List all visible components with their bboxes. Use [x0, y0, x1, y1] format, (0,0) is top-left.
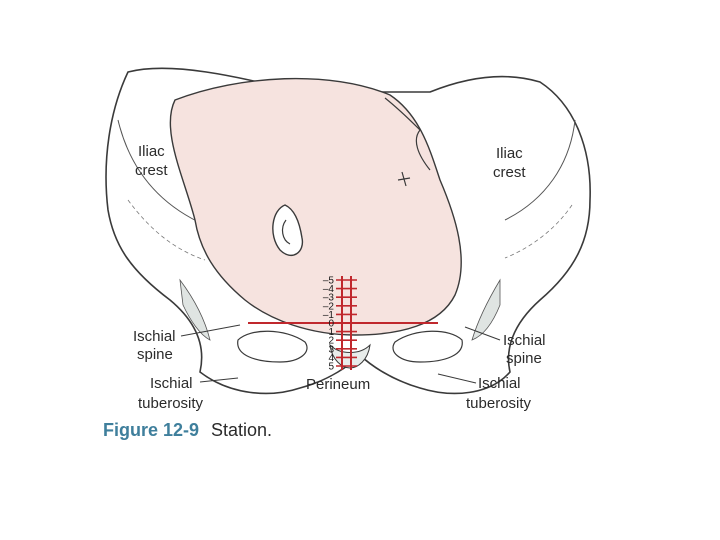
ischial-spine-right-label: Ischial spine	[464, 326, 546, 367]
station-tick-label: –4	[323, 284, 335, 295]
svg-text:Ischial: Ischial	[133, 328, 176, 345]
ischial-tuberosity-right-label: Ischial tuberosity	[437, 373, 532, 412]
perineum-label: Perineum	[306, 376, 370, 393]
svg-text:crest: crest	[135, 162, 168, 179]
svg-text:spine: spine	[137, 346, 173, 363]
ischial-spine-left-label: Ischial spine	[133, 324, 241, 363]
station-tick-label: –3	[323, 293, 335, 304]
svg-text:tuberosity: tuberosity	[466, 395, 532, 412]
station-tick-label: 1	[328, 327, 334, 338]
svg-text:Ischial: Ischial	[150, 375, 193, 392]
fetal-head	[169, 77, 462, 336]
svg-text:Iliac: Iliac	[496, 145, 523, 162]
station-tick-label: 5	[328, 362, 334, 373]
iliac-crest-left-label: Iliac crest	[135, 143, 168, 179]
svg-text:Ischial: Ischial	[478, 375, 521, 392]
svg-text:spine: spine	[506, 350, 542, 367]
figure-number: Figure 12-9	[103, 420, 200, 440]
figure-caption: Station.	[211, 420, 273, 440]
svg-text:tuberosity: tuberosity	[138, 395, 204, 412]
iliac-crest-right-label: Iliac crest	[493, 145, 526, 181]
station-tick-label: 3	[328, 344, 334, 355]
station-tick-label: –2	[323, 301, 335, 312]
ischial-tuberosity-left-label: Ischial tuberosity	[138, 375, 239, 412]
station-tick-label: 2	[328, 336, 334, 347]
svg-text:Ischial: Ischial	[503, 332, 546, 349]
svg-text:Iliac: Iliac	[138, 143, 165, 160]
svg-text:crest: crest	[493, 164, 526, 181]
station-tick-label: –1	[323, 310, 335, 321]
station-tick-label: –5	[323, 276, 335, 287]
station-tick-label: 0	[328, 319, 334, 330]
station-tick-label: 4	[328, 353, 334, 364]
